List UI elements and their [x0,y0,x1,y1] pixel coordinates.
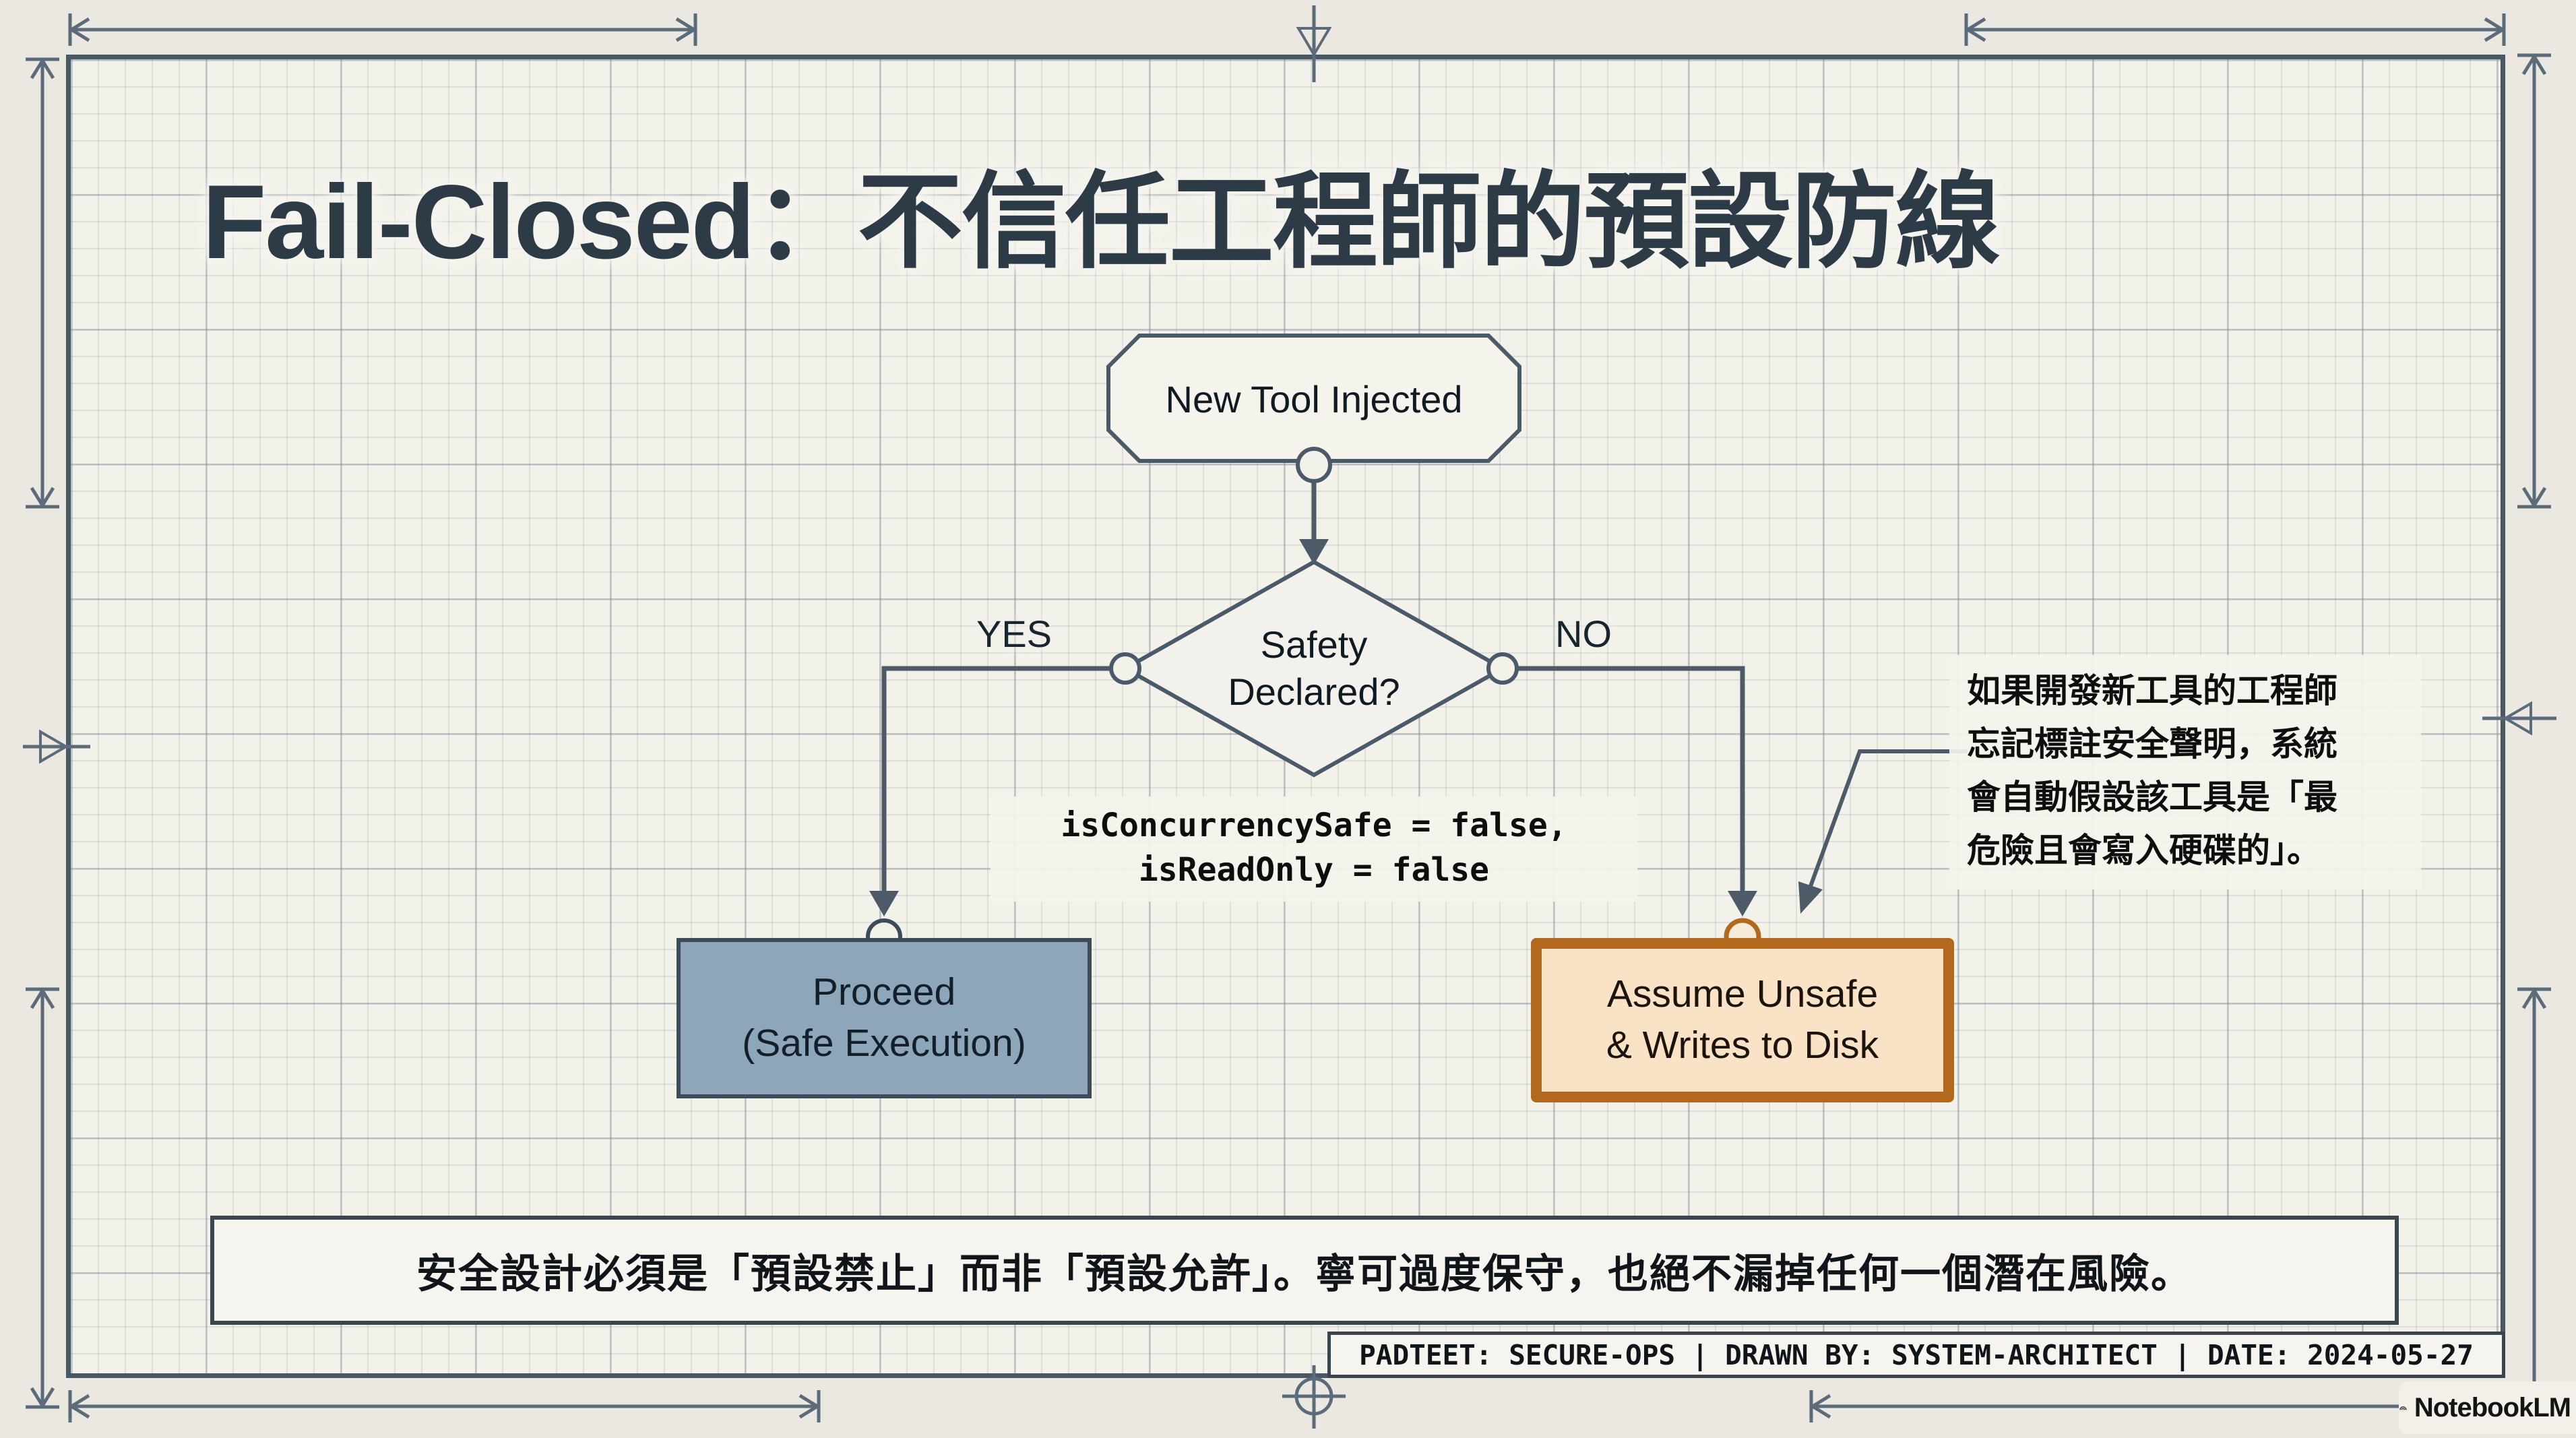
decision-node: Safety Declared? [1179,608,1449,729]
decision-label-line2: Declared? [1228,670,1400,713]
annotation-line-3: 會自動假設該工具是「最 [1967,778,2337,816]
notebooklm-logo-icon [2399,1406,2407,1410]
bottom-banner: 安全設計必須是「預設禁止」而非「預設允許」。寧可過度保守，也絕不漏掉任何一個潛在… [210,1216,2399,1325]
decision-label-line1: Safety [1260,623,1368,666]
side-annotation: 如果開發新工具的工程師 忘記標註安全聲明，系統 會自動假設該工具是「最 危險且會… [1949,655,2421,889]
notebooklm-watermark: NotebookLM [2399,1381,2576,1434]
code-line-1: isConcurrencySafe = false, [1061,807,1567,844]
proceed-node: Proceed (Safe Execution) [677,938,1092,1098]
start-node: New Tool Injected [1119,350,1509,449]
unsafe-label-line1: Assume Unsafe [1606,972,1879,1016]
proceed-label-line1: Proceed [812,970,956,1014]
annotation-line-2: 忘記標註安全聲明，系統 [1967,725,2337,763]
title-block: PADTEET: SECURE-OPS | DRAWN BY: SYSTEM-A… [1327,1332,2505,1378]
annotation-line-4: 危險且會寫入硬碟的」。 [1967,832,2321,869]
page-title: Fail-Closed：不信任工程師的預設防線 [202,164,2001,281]
code-annotation: isConcurrencySafe = false, isReadOnly = … [991,796,1637,902]
watermark-label: NotebookLM [2414,1392,2571,1423]
yes-branch-label: YES [976,612,1053,655]
unsafe-label-line2: & Writes to Disk [1606,1024,1879,1067]
no-branch-label: NO [1555,612,1612,655]
assume-unsafe-node: Assume Unsafe & Writes to Disk [1531,938,1954,1102]
code-line-2: isReadOnly = false [1138,851,1490,889]
annotation-line-1: 如果開發新工具的工程師 [1967,672,2337,710]
start-node-label: New Tool Injected [1165,378,1463,420]
proceed-label-line2: (Safe Execution) [742,1022,1026,1065]
